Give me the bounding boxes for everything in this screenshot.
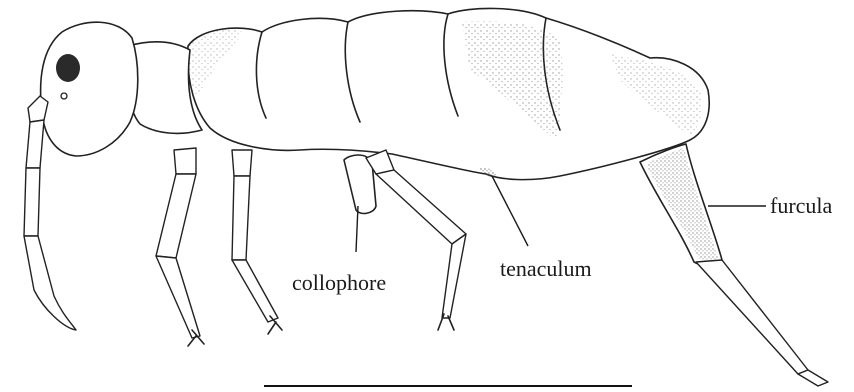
label-tenaculum: tenaculum [500, 256, 592, 281]
head [41, 22, 138, 156]
eye-spot [56, 54, 80, 82]
antenna-segment [28, 96, 48, 122]
leg-1 [174, 148, 196, 174]
leg-3 [442, 234, 466, 318]
antenna-segment [24, 236, 76, 330]
furcula-dens [696, 260, 808, 374]
leg-1 [156, 174, 196, 258]
leg-2 [232, 176, 250, 260]
leg-3 [376, 170, 466, 244]
label-furcula: furcula [770, 193, 833, 218]
leader-collophore [356, 206, 358, 252]
label-collophore: collophore [292, 270, 386, 295]
leg-2 [232, 150, 252, 176]
furcula-shading [646, 148, 718, 261]
antenna-segment [24, 168, 40, 236]
furcula-mucro [798, 370, 828, 386]
leg-2 [232, 260, 278, 322]
leader-tenaculum [492, 176, 528, 246]
abdomen [188, 8, 709, 179]
antenna-segment [26, 120, 44, 168]
leg-1 [156, 256, 200, 338]
